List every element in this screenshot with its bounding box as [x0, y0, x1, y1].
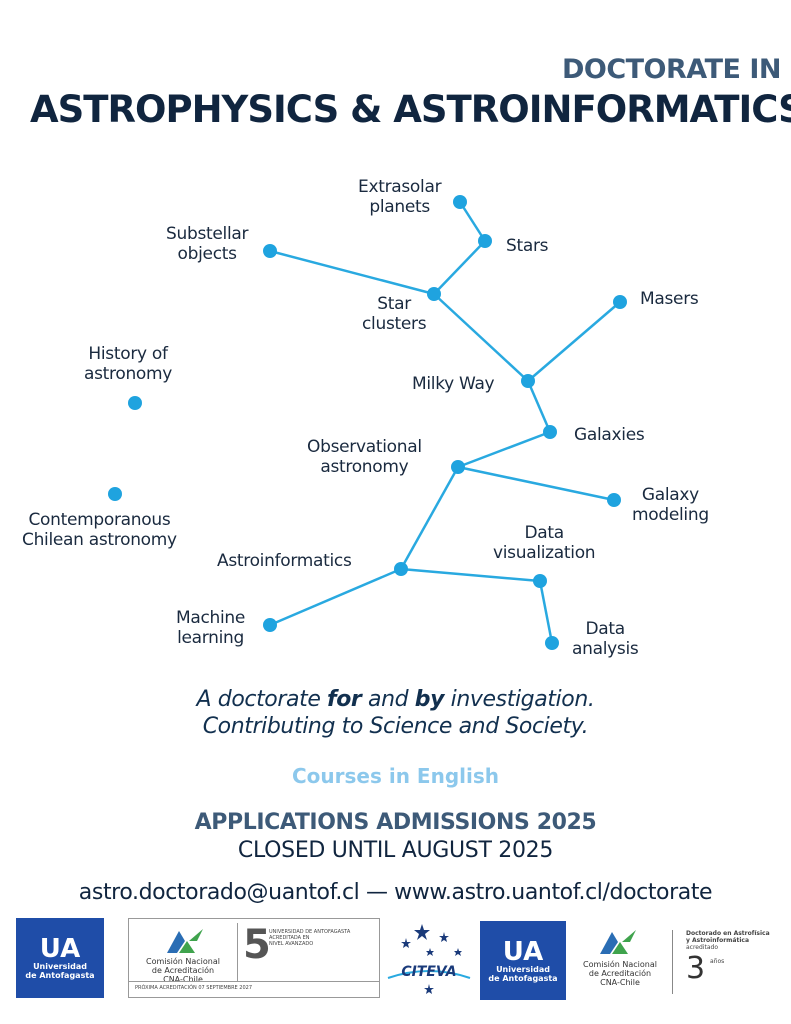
program-years-label: años	[710, 958, 725, 965]
label-machine-learning: Machine learning	[176, 608, 246, 648]
node-clusters-dot	[427, 287, 441, 301]
accreditation-years: 5	[243, 922, 271, 968]
citeva-logo-icon	[387, 924, 471, 994]
label-contemporanous-chilean-astronomy: Contemporanous Chilean astronomy	[22, 510, 177, 550]
label-data-analysis: Data analysis	[572, 619, 639, 659]
link-stars-clusters	[433, 240, 486, 295]
cna-name: Comisión Nacional de Acreditación CNA-Ch…	[146, 957, 220, 984]
cna-mark-icon-right	[600, 930, 636, 954]
link-dataviz-dataanalysis	[538, 580, 554, 644]
contact-line[interactable]: astro.doctorado@uantof.cl — www.astro.ua…	[78, 880, 713, 905]
ua-logo-left: UA Universidad de Antofagasta	[16, 918, 104, 998]
ua-logo-right: UA Universidad de Antofagasta	[480, 921, 566, 1000]
tagline-line-1: A doctorate for and by investigation.	[196, 687, 595, 712]
label-astroinformatics: Astroinformatics	[217, 551, 352, 571]
node-milkyway-dot	[521, 374, 535, 388]
cna-name-right: Comisión Nacional de Acreditación CNA-Ch…	[583, 960, 657, 987]
next-accreditation: PRÓXIMA ACREDITACIÓN 07 SEPTIEMBRE 2027	[135, 985, 253, 991]
link-extrasolar-stars	[458, 201, 487, 242]
label-milky-way: Milky Way	[412, 374, 495, 394]
node-observational-dot	[451, 460, 465, 474]
header-subtitle: DOCTORATE IN	[561, 54, 782, 85]
link-astroinformatics-dataviz	[400, 567, 541, 583]
label-star-clusters: Star clusters	[362, 294, 427, 334]
label-observational-astronomy: Observational astronomy	[307, 437, 422, 477]
program-accreditation-seal: Doctorado en Astrofísica y Astroinformát…	[686, 930, 770, 986]
node-galaxies-dot	[543, 425, 557, 439]
node-stars-dot	[478, 234, 492, 248]
label-galaxies: Galaxies	[574, 425, 645, 445]
link-substellar-clusters	[269, 249, 435, 296]
cna-accreditation-seal: Comisión Nacional de Acreditación CNA-Ch…	[128, 918, 380, 998]
node-modeling-dot	[607, 493, 621, 507]
program-years: 3	[686, 951, 706, 986]
link-observational-modeling	[457, 465, 615, 502]
node-astroinformatics-dot	[394, 562, 408, 576]
citeva-wordmark: CITEVA	[401, 964, 457, 980]
program-seal-divider	[672, 930, 673, 994]
link-clusters-milkyway	[433, 293, 529, 382]
network-links	[269, 201, 621, 644]
cna-mark-icon	[167, 929, 203, 953]
label-stars: Stars	[506, 236, 549, 256]
tagline-line-2: Contributing to Science and Society.	[202, 714, 589, 739]
label-history-of-astronomy: History of astronomy	[84, 344, 173, 384]
node-extrasolar-dot	[453, 195, 467, 209]
node-ml-dot	[263, 618, 277, 632]
seal-divider	[237, 923, 238, 981]
node-masers-dot	[613, 295, 627, 309]
node-dataanalysis-dot	[545, 636, 559, 650]
network-nodes	[108, 195, 627, 650]
applications-heading: APPLICATIONS ADMISSIONS 2025	[194, 810, 597, 835]
label-masers: Masers	[640, 289, 699, 309]
node-history-dot	[128, 396, 142, 410]
link-milkyway-galaxies	[526, 380, 552, 433]
label-substellar-objects: Substellar objects	[166, 224, 249, 264]
label-extrasolar-planets: Extrasolar planets	[358, 177, 442, 217]
label-data-visualization: Data visualization	[493, 523, 596, 563]
node-contemporaneous-dot	[108, 487, 122, 501]
seal-bottom-divider	[129, 981, 379, 982]
link-masers-milkyway	[527, 301, 621, 382]
courses-in-english: Courses in English	[292, 764, 499, 788]
label-galaxy-modeling: Galaxy modeling	[632, 485, 709, 525]
accreditation-text: UNIVERSIDAD DE ANTOFAGASTA ACREDITADA EN…	[269, 929, 351, 947]
applications-status: CLOSED UNTIL AUGUST 2025	[237, 838, 554, 863]
node-substellar-dot	[263, 244, 277, 258]
page-title: ASTROPHYSICS & ASTROINFORMATICS	[30, 88, 791, 131]
node-dataviz-dot	[533, 574, 547, 588]
link-observational-astroinformatics	[399, 466, 460, 570]
link-astroinformatics-ml	[269, 567, 402, 627]
cna-logo-right: Comisión Nacional de Acreditación CNA-Ch…	[578, 926, 662, 996]
link-galaxies-observational	[457, 430, 551, 469]
